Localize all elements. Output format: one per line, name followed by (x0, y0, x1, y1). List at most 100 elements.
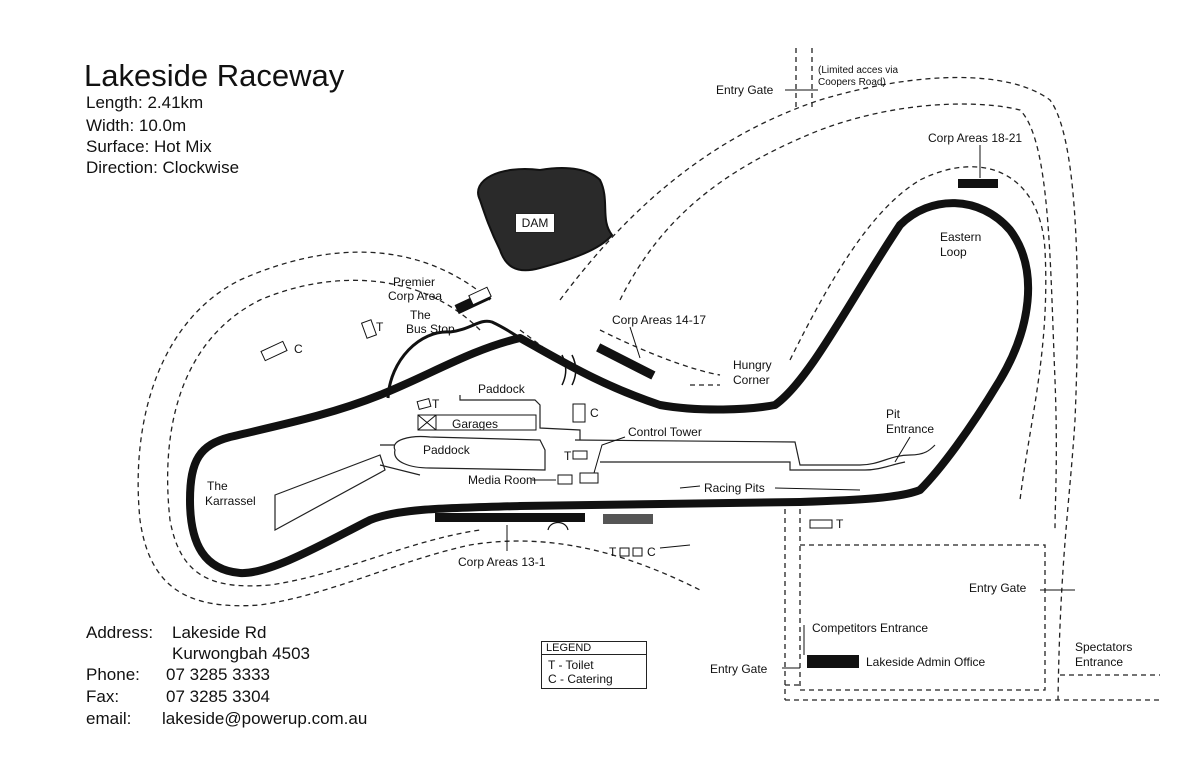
label-limited-access-2: Coopers Road) (818, 77, 886, 88)
leader-pit-entrance (894, 436, 911, 463)
bottom-access-road (785, 674, 1160, 701)
label-premier-1: Premier (393, 275, 436, 289)
email-value: lakeside@powerup.com.au (162, 709, 368, 728)
phone-label: Phone: (86, 665, 140, 684)
label-dam: DAM (515, 213, 555, 233)
pit-lane (574, 439, 936, 466)
catering-building-west (260, 340, 288, 362)
corp-areas-13-1-bar (435, 513, 585, 522)
leader-racing-pits-left (679, 485, 701, 489)
admin-office-bar (807, 655, 859, 668)
label-catering-west: C (294, 342, 303, 356)
label-entry-gate-bottom: Entry Gate (710, 662, 768, 676)
control-tower-building (579, 472, 599, 484)
toilet-building-paddock (416, 397, 432, 411)
label-pit-entrance-2: Entrance (886, 422, 935, 436)
paddock-top (459, 395, 581, 440)
label-paddock-bottom: Paddock (423, 443, 470, 457)
toilet-building-east (809, 519, 833, 529)
label-entry-gate-right: Entry Gate (969, 581, 1027, 595)
spec-length: Length: 2.41km (86, 93, 204, 112)
label-bus-stop-2: Bus Stop (406, 322, 455, 336)
toilet-building-tower (572, 450, 588, 460)
label-bus-stop-1: The (410, 308, 431, 322)
label-toilet-paddock: T (432, 397, 440, 411)
label-media-room: Media Room (468, 473, 537, 487)
label-admin-office: Lakeside Admin Office (866, 655, 986, 669)
label-corp-areas-13-1: Corp Areas 13-1 (458, 555, 546, 569)
entry-road-top (795, 48, 813, 110)
label-toilet-east: T (836, 517, 844, 531)
north-road-inner (619, 103, 1057, 531)
corp-areas-14-17-bar (596, 343, 656, 380)
bridge-mark (561, 354, 577, 386)
pit-lane-inner (600, 461, 906, 471)
address-line1: Lakeside Rd (172, 623, 267, 642)
map-title: Lakeside Raceway (84, 58, 345, 93)
label-control-tower: Control Tower (628, 425, 702, 439)
leader-south-amenities (659, 544, 691, 549)
north-road-outer (559, 76, 1079, 701)
bus-stop-loop (386, 319, 521, 399)
label-toilet-south: T (609, 545, 617, 559)
label-catering-south: C (647, 545, 656, 559)
label-spectators-2: Entrance (1075, 655, 1124, 669)
toilet-building-north (360, 319, 378, 339)
label-spectators-1: Spectators (1075, 640, 1133, 654)
label-eastern-loop-1: Eastern (940, 230, 982, 244)
label-karrassel-2: Karrassel (205, 494, 256, 508)
legend-box: LEGEND T - Toilet C - Catering (541, 641, 647, 689)
address-line2: Kurwongbah 4503 (172, 644, 311, 663)
catering-building-paddock (572, 403, 586, 423)
inner-boundary-road (167, 279, 481, 587)
label-karrassel-1: The (207, 479, 228, 493)
label-catering-paddock: C (590, 406, 599, 420)
label-hungry-corner-1: Hungry (733, 358, 772, 372)
legend-toilet: T - Toilet (548, 658, 594, 672)
legend-title: LEGEND (542, 642, 646, 655)
paddock-road (393, 435, 546, 471)
label-garages: Garages (452, 417, 499, 431)
catering-building-south (632, 547, 643, 557)
label-pit-entrance-1: Pit (886, 407, 901, 421)
toilet-building-south (619, 547, 630, 557)
hatched-area (603, 514, 653, 524)
fax-value: 07 3285 3304 (166, 687, 270, 706)
infield-edge (379, 444, 421, 476)
corp-access-road (519, 329, 721, 386)
label-entry-gate-top: Entry Gate (716, 83, 774, 97)
leader-corp-14-17 (629, 326, 641, 359)
label-paddock-top: Paddock (478, 382, 525, 396)
label-eastern-loop-2: Loop (940, 245, 967, 259)
garages-x-icon (417, 414, 437, 431)
leader-racing-pits-right (774, 487, 861, 491)
leader-control-tower (593, 436, 626, 474)
admin-area-boundary (799, 544, 1046, 691)
spec-direction: Direction: Clockwise (86, 158, 240, 177)
infield-area (274, 454, 386, 532)
label-competitors-entrance: Competitors Entrance (812, 621, 929, 635)
race-track (186, 199, 1033, 578)
label-racing-pits: Racing Pits (704, 481, 765, 495)
left-access-road (784, 500, 801, 700)
eastern-loop-road (789, 166, 1047, 501)
phone-value: 07 3285 3333 (166, 665, 270, 684)
label-toilet-tower: T (564, 449, 572, 463)
corp-areas-18-21-bar (958, 179, 998, 188)
email-label: email: (86, 709, 132, 728)
address-label: Address: (86, 623, 154, 642)
fax-label: Fax: (86, 687, 120, 706)
label-corp-areas-18-21: Corp Areas 18-21 (928, 131, 1023, 145)
outer-boundary-road (137, 251, 701, 607)
corp-areas-13-1-arch (547, 521, 569, 531)
label-corp-areas-14-17: Corp Areas 14-17 (612, 313, 707, 327)
label-premier-2: Corp Area (388, 289, 443, 303)
media-room-building (557, 474, 573, 485)
premier-corp-area-outline (468, 286, 492, 306)
label-toilet-north: T (376, 320, 384, 334)
spec-surface: Surface: Hot Mix (86, 137, 212, 156)
spec-width: Width: 10.0m (86, 116, 187, 135)
label-hungry-corner-2: Corner (733, 373, 770, 387)
label-limited-access-1: (Limited acces via (818, 65, 899, 76)
